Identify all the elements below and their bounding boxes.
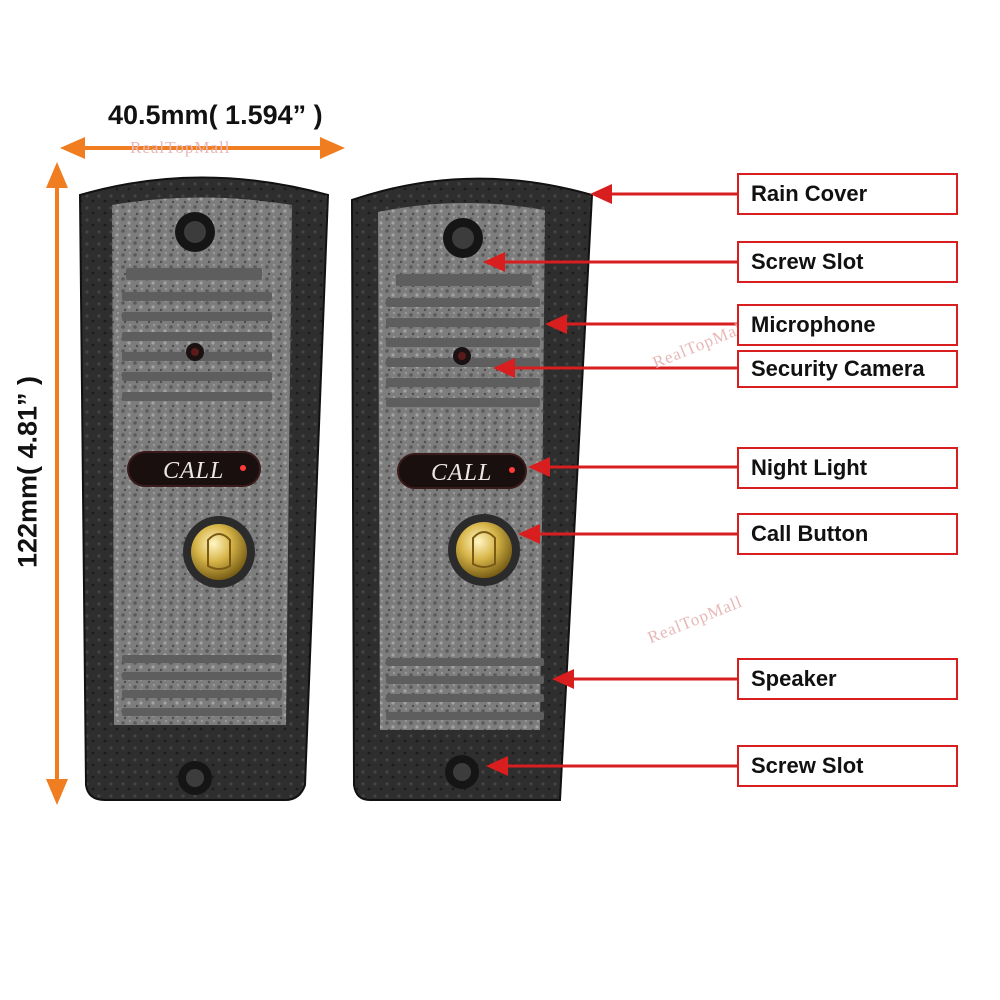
label-night-light: Night Light	[737, 447, 958, 489]
label-microphone: Microphone	[737, 304, 958, 346]
call-nightlight-angled	[397, 453, 527, 489]
height-dimension-arrow	[46, 162, 68, 805]
doorbell-front-view: CALL	[78, 176, 330, 801]
pointer-arrows	[483, 184, 737, 776]
width-dimension-label: 40.5mm( 1.594” )	[108, 100, 323, 130]
call-nightlight	[127, 451, 261, 487]
call-label: CALL	[163, 458, 224, 484]
label-screw-slot-bottom: Screw Slot	[737, 745, 958, 787]
watermark: RealTopMall	[130, 138, 231, 157]
width-dimension-arrow	[60, 137, 345, 159]
call-label-angled: CALL	[431, 460, 492, 486]
label-screw-slot-top: Screw Slot	[737, 241, 958, 283]
label-rain-cover: Rain Cover	[737, 173, 958, 215]
label-security-camera: Security Camera	[737, 350, 958, 388]
height-dimension-label: 122mm( 4.81” )	[12, 375, 43, 569]
doorbell-angled-view: CALL	[350, 177, 594, 801]
label-speaker: Speaker	[737, 658, 958, 700]
label-call-button: Call Button	[737, 513, 958, 555]
